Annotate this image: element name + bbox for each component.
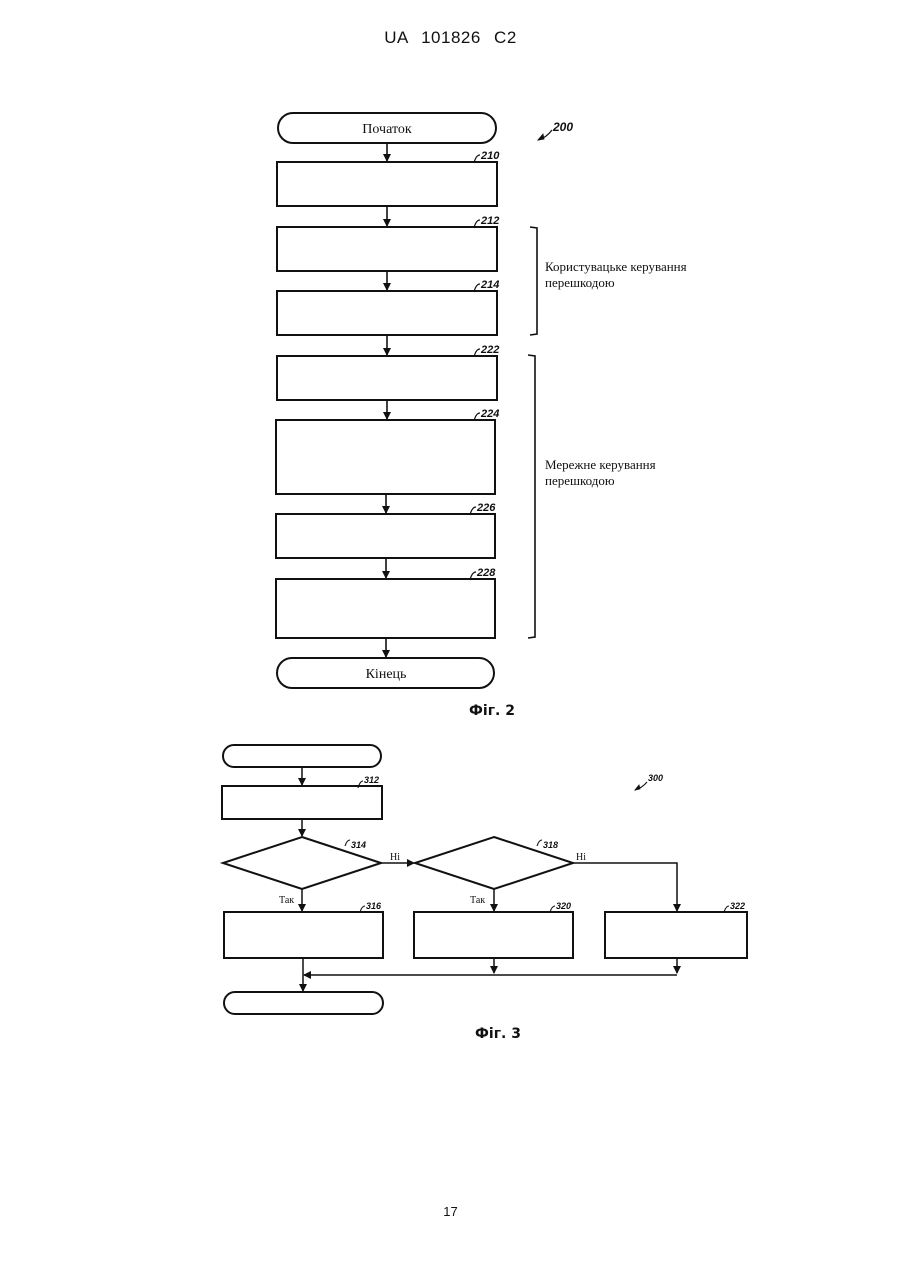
fig2-ref-210: 210 (480, 150, 500, 162)
fig3-yes-label-1: Так (279, 895, 294, 906)
fig3-step-312 (222, 786, 382, 819)
fig3-no-label-2: Ні (576, 852, 586, 863)
fig2-bracket-user (530, 227, 537, 335)
fig2-caption: Фіг. 2 (469, 703, 515, 719)
fig2-group-user-line2: перешкодою (545, 275, 615, 290)
fig2-step-212 (277, 227, 497, 271)
fig3-ref-318: 318 (543, 840, 558, 850)
fig3-ref-300: 300 (648, 773, 663, 783)
fig2-ref-222: 222 (480, 344, 499, 356)
fig2-ref-228: 228 (476, 567, 496, 579)
fig2-step-224 (276, 420, 495, 494)
fig2-group-user-line1: Користувацьке керування (545, 259, 687, 274)
fig2-step-222 (277, 356, 497, 400)
fig3-caption: Фіг. 3 (475, 1026, 521, 1042)
fig3-step-320 (414, 912, 573, 958)
fig2-ref-leaders (470, 155, 480, 580)
fig3-no-label-1: Ні (390, 852, 400, 863)
fig3-step-322 (605, 912, 747, 958)
fig3-ref-312: 312 (364, 775, 379, 785)
fig2-step-228 (276, 579, 495, 638)
fig2-step-226 (276, 514, 495, 558)
fig2-group-network-line1: Мережне керування (545, 457, 656, 472)
fig2-step-214 (277, 291, 497, 335)
fig3-ref-320: 320 (556, 901, 571, 911)
fig2-ref-200: 200 (552, 120, 573, 134)
fig3-ref-316: 316 (366, 901, 382, 911)
fig2-ref-226: 226 (476, 502, 496, 514)
fig3-ref-322: 322 (730, 901, 745, 911)
page-number: 17 (0, 1204, 901, 1219)
fig3-ref-314: 314 (351, 840, 366, 850)
fig2-ref-214: 214 (480, 279, 499, 291)
fig3-start-terminator (223, 745, 381, 767)
figure-2 (276, 113, 552, 688)
fig2-ref-212: 212 (480, 215, 499, 227)
fig2-step-210 (277, 162, 497, 206)
fig2-start-label: Початок (362, 122, 412, 137)
fig2-ref-224: 224 (480, 408, 499, 420)
figure-3 (222, 745, 747, 1014)
fig3-end-terminator (224, 992, 383, 1014)
fig2-end-label: Кінець (366, 667, 407, 682)
fig3-step-316 (224, 912, 383, 958)
fig3-yes-label-2: Так (470, 895, 485, 906)
fig3-ref-leaders (345, 781, 729, 912)
fig2-group-network-line2: перешкодою (545, 473, 615, 488)
fig2-bracket-network (528, 355, 535, 638)
